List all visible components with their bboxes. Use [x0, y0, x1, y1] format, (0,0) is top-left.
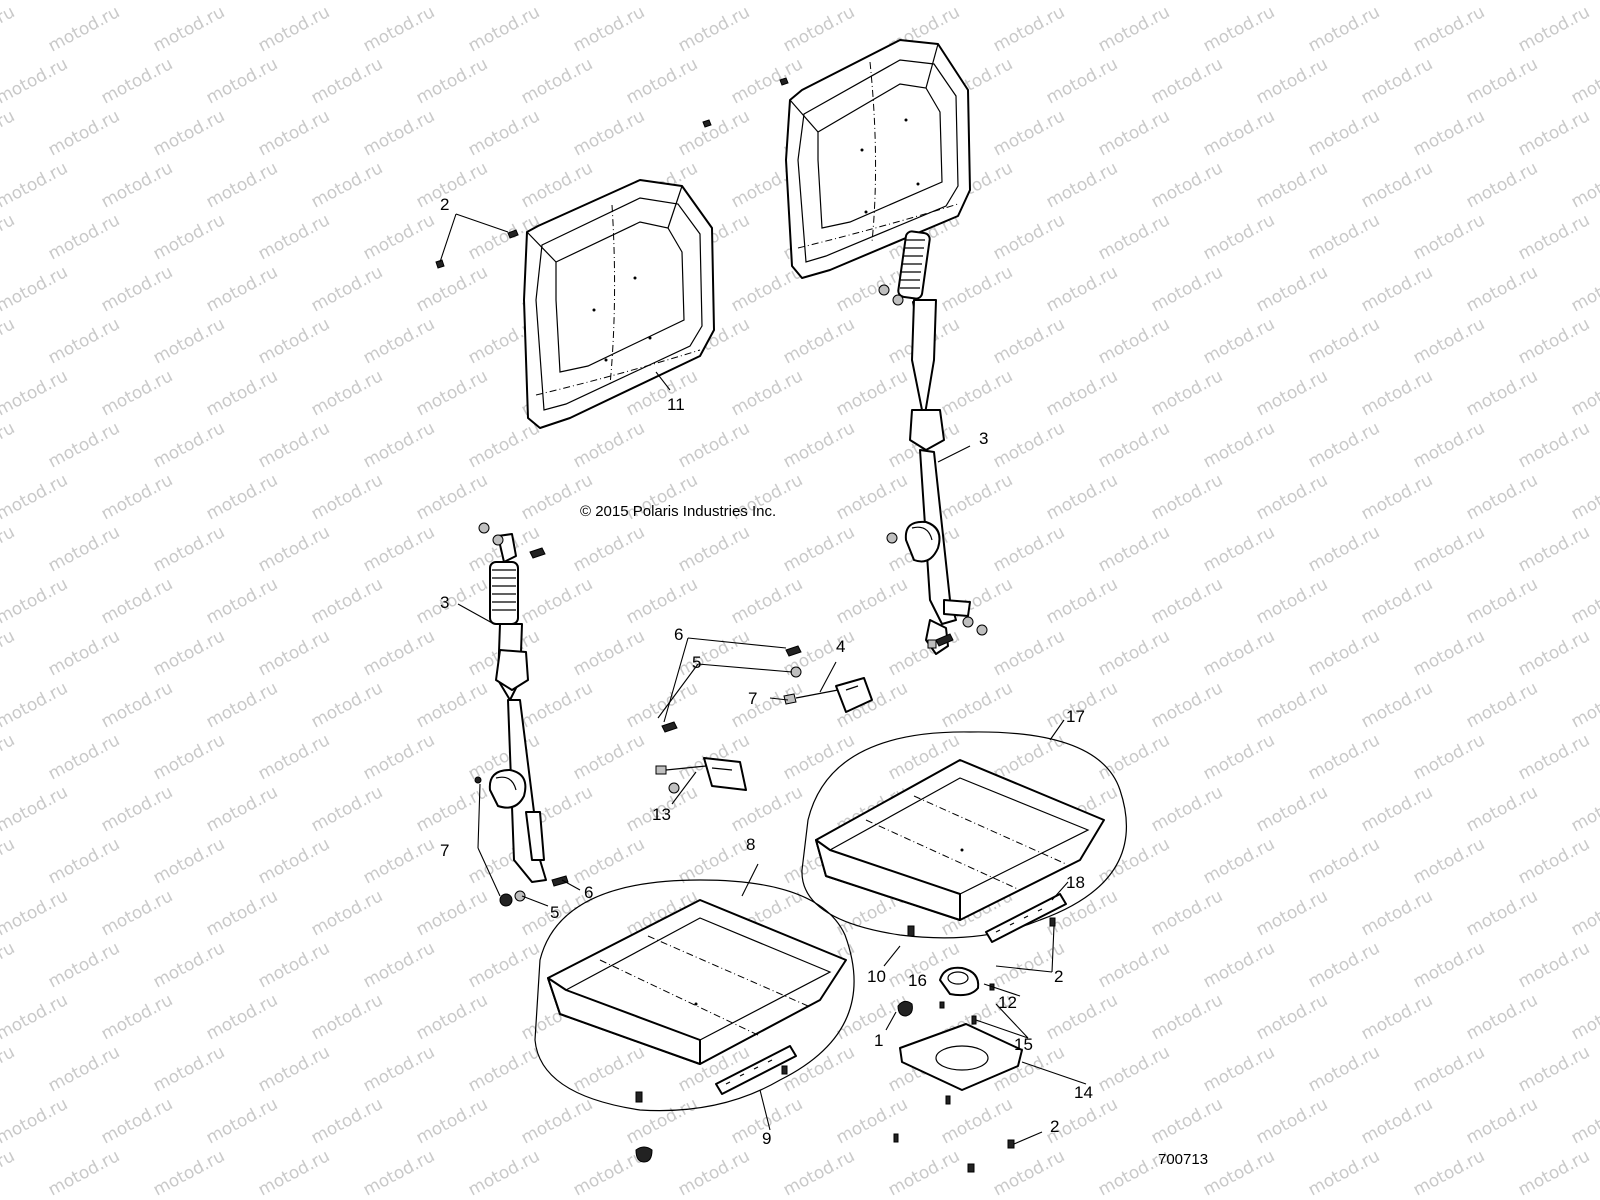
- callout-3: 3: [979, 429, 988, 448]
- bracket-9: [635, 1045, 797, 1103]
- callout-14: 14: [1074, 1083, 1093, 1102]
- callout-8: 8: [746, 835, 755, 854]
- diagram-number: 700713: [1158, 1151, 1208, 1168]
- callout-2: 2: [1054, 967, 1063, 986]
- seat-base-right: [801, 731, 1128, 939]
- callout-6: 6: [674, 625, 683, 644]
- callout-6: 6: [584, 883, 593, 902]
- callout-3: 3: [440, 593, 449, 612]
- callout-2: 2: [1050, 1117, 1059, 1136]
- callout-5: 5: [550, 903, 559, 922]
- callout-7: 7: [748, 689, 757, 708]
- latch-assembly: [635, 966, 1023, 1173]
- seat-base-left: [534, 879, 855, 1112]
- seat-belt-right: [878, 230, 988, 655]
- callout-1: 1: [874, 1031, 883, 1050]
- leader-lines: [439, 213, 1087, 1145]
- callout-11: 11: [667, 395, 685, 414]
- seat-back-right: [785, 39, 971, 279]
- callout-16: 16: [908, 971, 927, 990]
- seat-belt-left: [474, 522, 569, 907]
- bracket-18: [907, 893, 1067, 943]
- callout-4: 4: [836, 637, 845, 656]
- seat-back-left: [523, 179, 715, 429]
- callout-17: 17: [1066, 707, 1085, 726]
- callout-18: 18: [1066, 873, 1085, 892]
- callout-10: 10: [867, 967, 886, 986]
- callout-13: 13: [652, 805, 671, 824]
- callout-15: 15: [1014, 1035, 1033, 1054]
- copyright-notice: © 2015 Polaris Industries Inc.: [580, 503, 776, 520]
- buckle-13: [655, 721, 747, 794]
- screw-2-upper: [435, 77, 789, 269]
- callout-12: 12: [998, 993, 1017, 1012]
- buckle-4: [783, 645, 873, 713]
- callout-7: 7: [440, 841, 449, 860]
- callout-9: 9: [762, 1129, 771, 1148]
- callouts: 2 11 3 3 6 4 5 7 17 13 8 7 6 18 5 10 16 …: [440, 195, 1093, 1148]
- callout-5: 5: [692, 653, 701, 672]
- callout-2: 2: [440, 195, 449, 214]
